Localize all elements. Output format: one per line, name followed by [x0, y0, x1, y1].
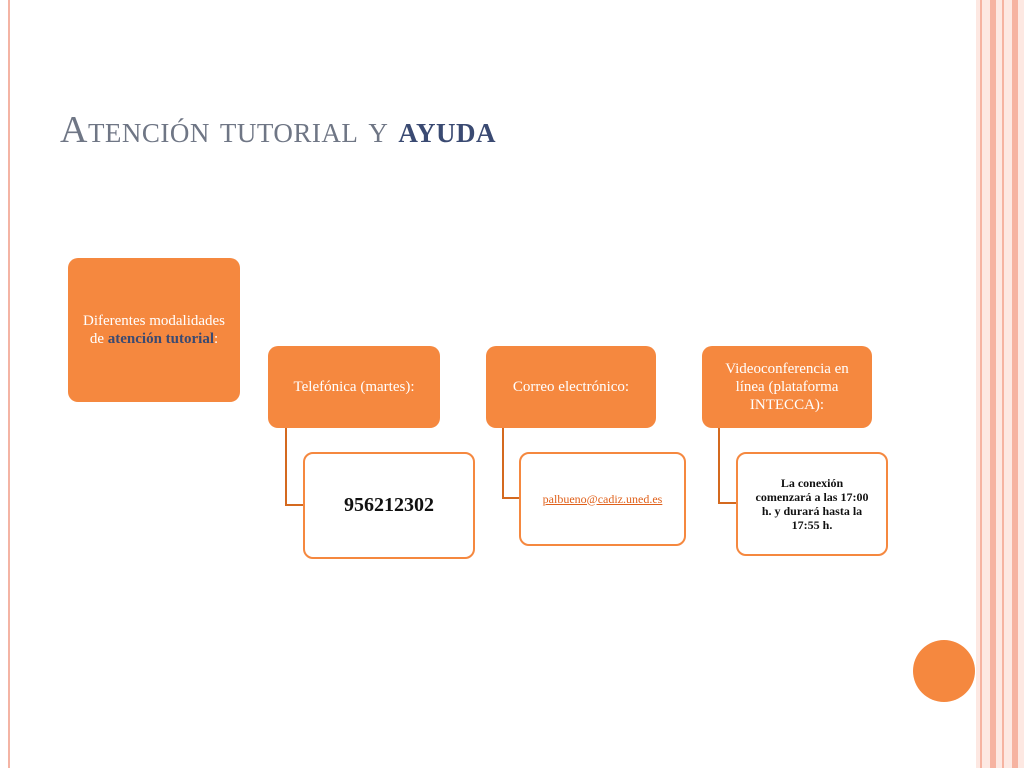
root-node: Diferentes modalidades de atención tutor… — [68, 258, 240, 402]
root-node-suffix: : — [214, 331, 219, 347]
branch-phone-detail: 956212302 — [303, 452, 475, 559]
branch-video-connector — [718, 428, 737, 504]
branch-video-detail: La conexión comenzará a las 17:00 h. y d… — [736, 452, 888, 556]
email-link[interactable]: palbueno@cadiz.uned.es — [542, 491, 663, 506]
branch-phone-connector — [285, 428, 304, 506]
slide-title-main: Atención tutorial y — [60, 109, 399, 151]
right-decorative-stripes — [976, 0, 1024, 768]
slide-title: Atención tutorial y ayuda — [60, 108, 496, 152]
root-node-highlight: atención tutorial — [107, 331, 214, 347]
branch-phone-label: Telefónica (martes): — [268, 346, 440, 428]
left-border-line — [8, 0, 10, 768]
branch-video-label: Videoconferencia en línea (plataforma IN… — [702, 346, 872, 428]
branch-email-connector — [502, 428, 520, 499]
branch-email-detail: palbueno@cadiz.uned.es — [519, 452, 686, 546]
slide-title-highlight: ayuda — [398, 109, 496, 151]
decorative-circle — [913, 640, 975, 702]
root-node-text: Diferentes modalidades de — [82, 313, 226, 347]
branch-email-label: Correo electrónico: — [486, 346, 656, 428]
